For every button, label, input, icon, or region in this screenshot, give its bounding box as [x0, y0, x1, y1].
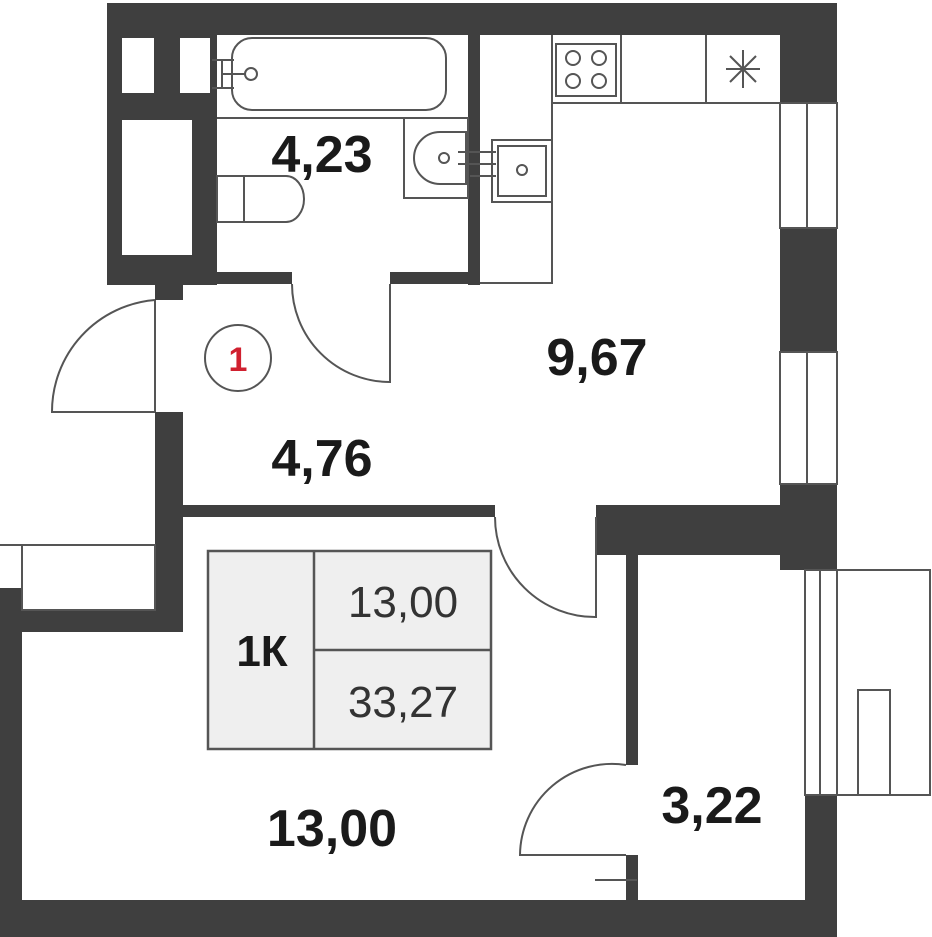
windows [779, 102, 838, 796]
bathroom-area: 4,23 [271, 126, 372, 184]
balcony-railing [836, 569, 931, 796]
stove-icon [555, 43, 617, 97]
living-room-area: 13,00 [267, 800, 397, 858]
apartment-summary [206, 549, 493, 751]
toilet-icon [216, 175, 305, 223]
kitchen-counter [480, 35, 780, 284]
apartment-type: 1К [236, 627, 287, 676]
kitchen-sink-icon [470, 139, 553, 203]
entrance-marker-icon [204, 324, 272, 392]
entrance-marker-label: 1 [229, 341, 248, 379]
neighbour-wall [0, 544, 156, 611]
bathtub-icon [212, 37, 447, 111]
living-area-value: 13,00 [348, 578, 458, 627]
ventilation-icon [726, 50, 760, 88]
total-area-value: 33,27 [348, 678, 458, 727]
hallway-area: 4,76 [271, 430, 372, 488]
doors [50, 283, 637, 881]
kitchen-area: 9,67 [546, 329, 647, 387]
balcony-area: 3,22 [661, 777, 762, 835]
ventilation-shafts [122, 38, 210, 255]
